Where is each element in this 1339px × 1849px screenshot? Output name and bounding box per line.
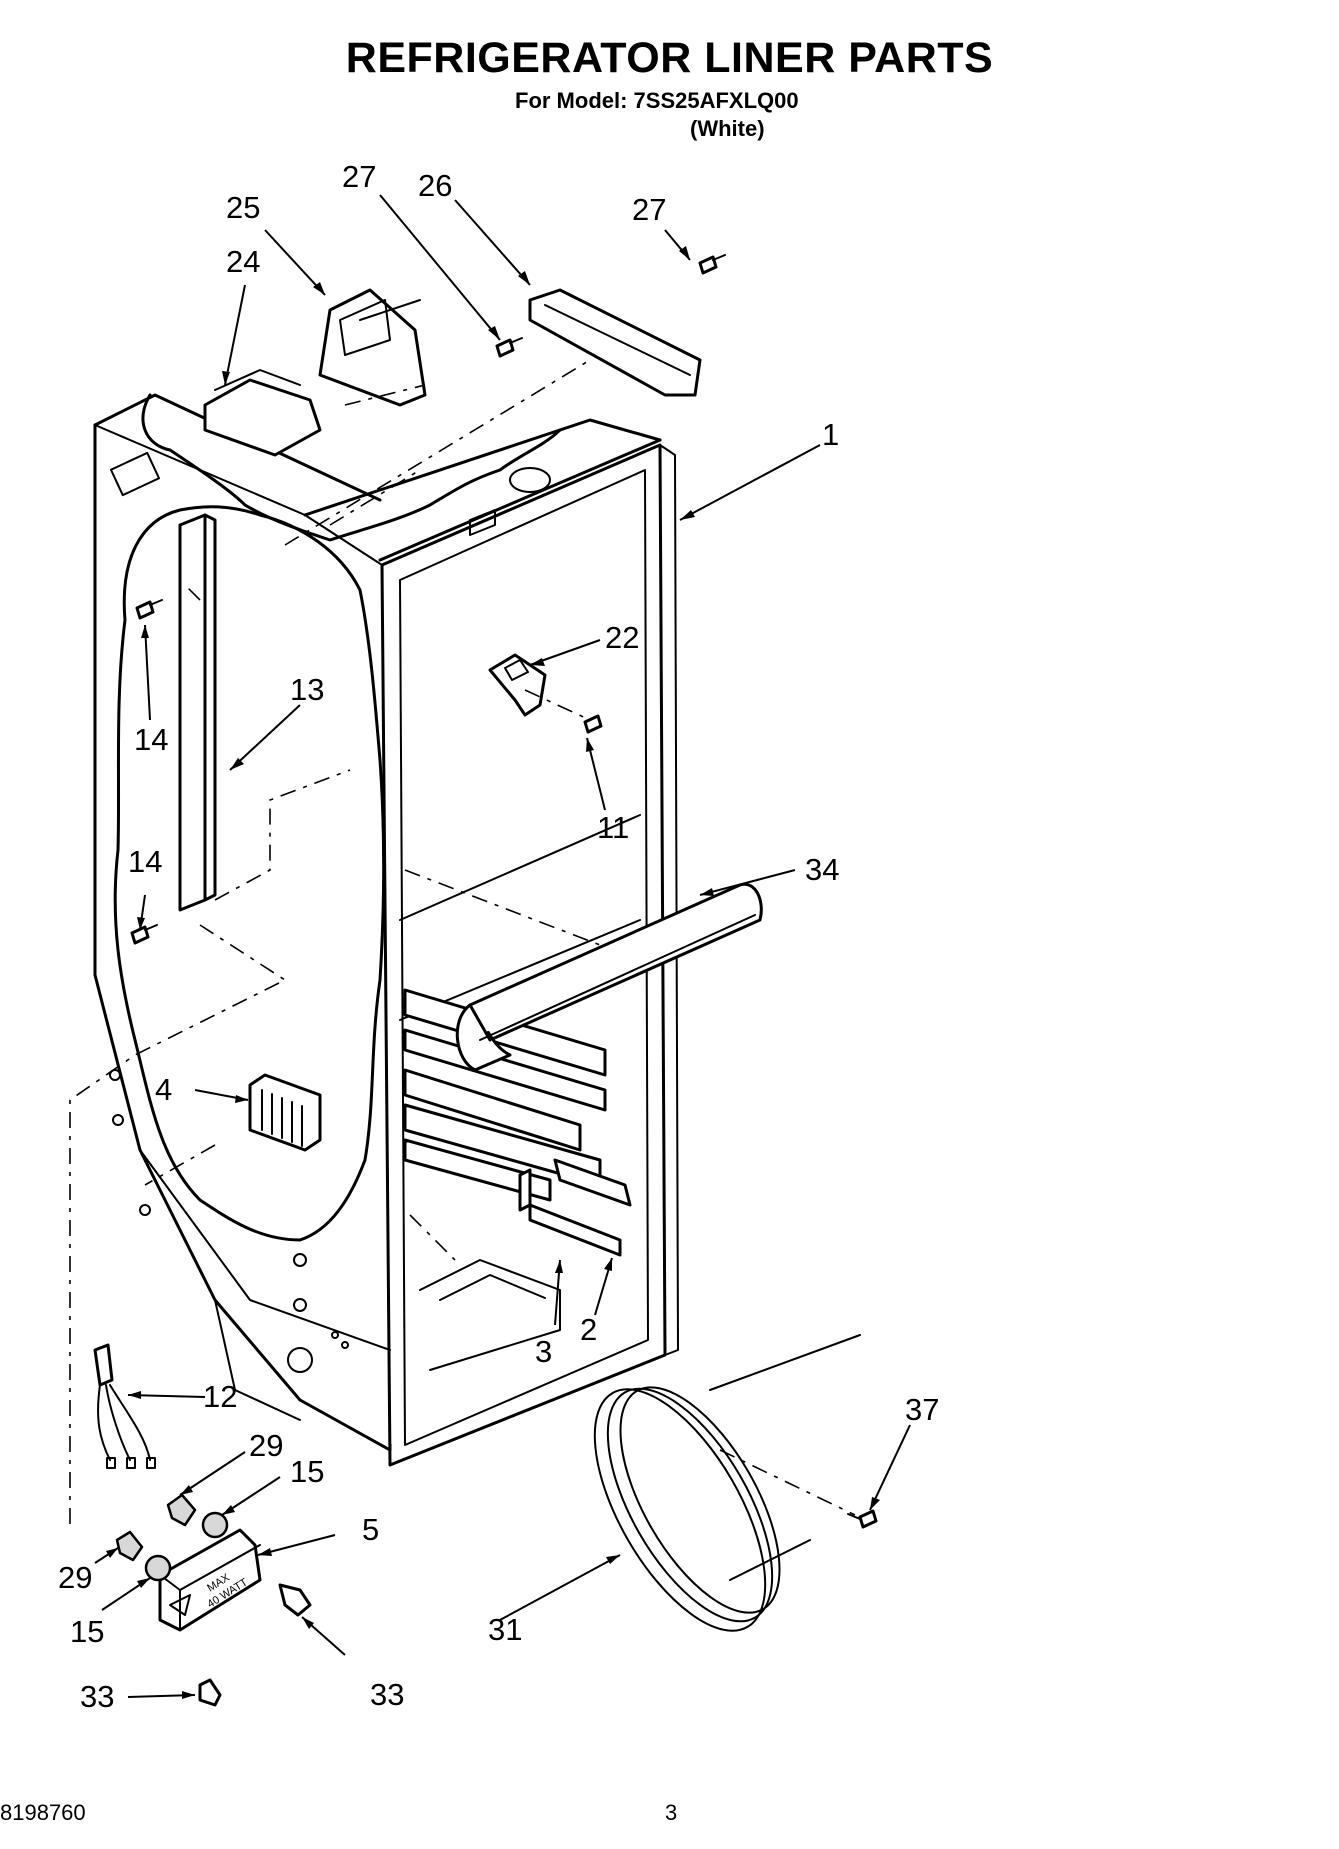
callout-33a: 33 — [80, 1679, 114, 1714]
model-number: For Model: 7SS25AFXLQ00 — [515, 88, 799, 113]
callout-27b: 27 — [632, 192, 666, 227]
liner-cabinet — [93, 393, 679, 1467]
thermostat-rail — [518, 1158, 632, 1257]
vent-grille — [248, 1073, 322, 1152]
callout-11: 11 — [597, 810, 629, 845]
callout-3: 3 — [535, 1334, 552, 1369]
crisper-cover — [455, 882, 763, 1072]
top-vent-strip — [528, 288, 702, 397]
document-number: 8198760 — [0, 1800, 86, 1825]
callout-25: 25 — [226, 190, 260, 225]
callout-26: 26 — [418, 168, 452, 203]
callout-24: 24 — [226, 244, 260, 279]
control-housing — [203, 288, 427, 457]
callout-29a: 29 — [249, 1428, 283, 1463]
callout-37: 37 — [905, 1392, 939, 1427]
callout-31: 31 — [488, 1612, 522, 1647]
hardware-screws — [115, 254, 878, 1707]
assembly-lines — [69, 359, 856, 1525]
callout-4: 4 — [155, 1072, 172, 1107]
wire-harness — [93, 1343, 156, 1469]
callout-22: 22 — [605, 620, 639, 655]
shelf-ladder-rail — [178, 513, 217, 912]
callout-33b: 33 — [370, 1677, 404, 1712]
callout-14b: 14 — [128, 844, 162, 879]
callout-15b: 15 — [70, 1614, 104, 1649]
bracket — [488, 653, 547, 717]
heater-coil — [593, 1334, 861, 1632]
callout-27a: 27 — [342, 159, 376, 194]
lamp-housing: MAX 40 WATT — [158, 1528, 262, 1632]
page-title: REFRIGERATOR LINER PARTS — [345, 34, 994, 82]
callout-13: 13 — [290, 672, 324, 707]
leader-arrows — [94, 194, 911, 1699]
callout-labels: 27 26 27 25 24 1 22 13 14 11 14 34 4 3 2… — [58, 159, 939, 1714]
callout-1: 1 — [822, 417, 839, 452]
callout-15a: 15 — [290, 1454, 324, 1489]
callout-12: 12 — [203, 1379, 237, 1414]
callout-29b: 29 — [58, 1560, 92, 1595]
callout-5: 5 — [362, 1512, 379, 1547]
callout-14a: 14 — [134, 722, 168, 757]
model-color: (White) — [690, 116, 765, 141]
page-number: 3 — [665, 1800, 678, 1825]
callout-2: 2 — [580, 1312, 597, 1347]
callout-34: 34 — [805, 852, 839, 887]
